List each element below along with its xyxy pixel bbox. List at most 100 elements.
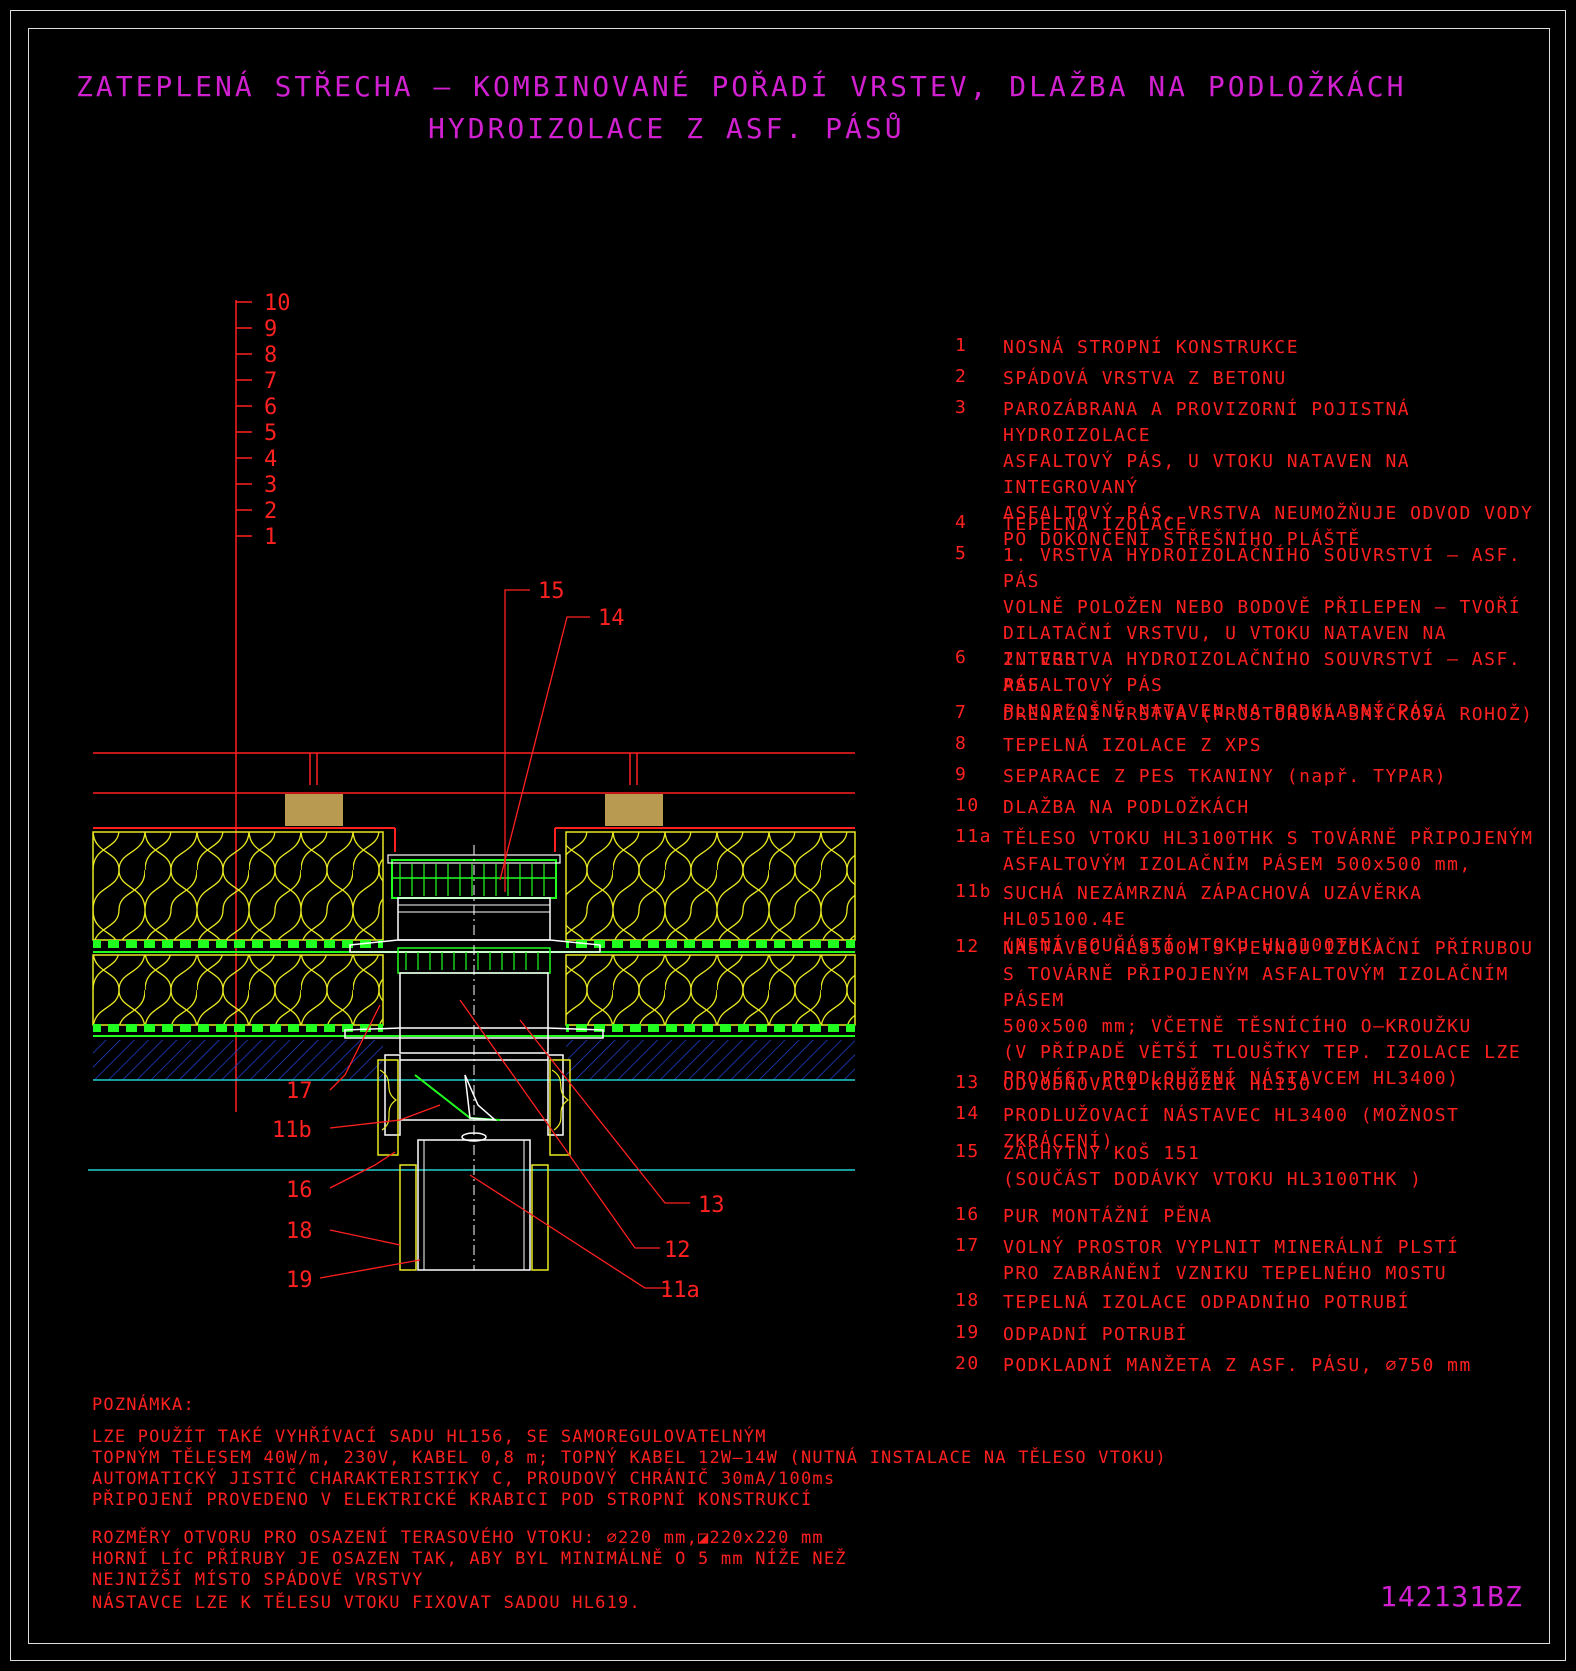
legend-item-text: SEPARACE Z PES TKANINY (např. TYPAR) (1003, 766, 1448, 787)
legend-item: 4 TEPELNÁ IZOLACE (955, 512, 1545, 538)
scale-label: 10 (264, 291, 291, 316)
legend-item-number: 12 (955, 936, 980, 957)
legend-item: 8 TEPELNÁ IZOLACE Z XPS (955, 733, 1545, 759)
legend-item-number: 2 (955, 366, 968, 387)
legend-item-number: 16 (955, 1204, 980, 1225)
note-block-1: LZE POUŽÍT TAKÉ VYHŘÍVACÍ SADU HL156, SE… (92, 1427, 1167, 1510)
legend-item-text: 1. VRSTVA HYDROIZOLAČNÍHO SOUVRSTVÍ – AS… (1003, 545, 1522, 696)
legend-item-text: ZÁCHYTNÝ KOŠ 151 (SOUČÁST DODÁVKY VTOKU … (1003, 1143, 1423, 1190)
scale-label: 3 (264, 473, 277, 498)
legend-item: 5 1. VRSTVA HYDROIZOLAČNÍHO SOUVRSTVÍ – A… (955, 543, 1545, 699)
callout-18: 18 (286, 1219, 313, 1244)
legend-item-text: TEPELNÁ IZOLACE ODPADNÍHO POTRUBÍ (1003, 1292, 1411, 1313)
scale-label: 7 (264, 369, 277, 394)
legend-item-text: PODKLADNÍ MANŽETA Z ASF. PÁSU, ⌀750 mm (1003, 1355, 1472, 1376)
legend-item: 17 VOLNÝ PROSTOR VYPLNIT MINERÁLNÍ PLSTÍ … (955, 1235, 1545, 1287)
legend-item-number: 9 (955, 764, 968, 785)
paver-pad-left (285, 794, 343, 826)
note-heading: POZNÁMKA: (92, 1395, 195, 1415)
legend-item-number: 15 (955, 1141, 980, 1162)
scale-label: 2 (264, 499, 277, 524)
drawing-code: 142131BZ (1380, 1580, 1523, 1613)
legend-item-text: ODPADNÍ POTRUBÍ (1003, 1324, 1189, 1345)
legend-item-text: SPÁDOVÁ VRSTVA Z BETONU (1003, 368, 1287, 389)
legend-item-text: TEPELNÁ IZOLACE (1003, 514, 1189, 535)
inner-frame (28, 28, 1550, 1644)
callout-12: 12 (664, 1238, 691, 1263)
legend-item-text: PRODLUŽOVACÍ NÁSTAVEC HL3400 (MOŽNOST ZK… (1003, 1105, 1460, 1152)
legend-item-text: TĚLESO VTOKU HL3100THK S TOVÁRNĚ PŘIPOJE… (1003, 828, 1534, 875)
callout-17: 17 (286, 1079, 313, 1104)
legend-item-text: VOLNÝ PROSTOR VYPLNIT MINERÁLNÍ PLSTÍ PR… (1003, 1237, 1460, 1284)
title-line-2: HYDROIZOLACE Z ASF. PÁSŮ (428, 112, 905, 145)
legend-item-number: 7 (955, 702, 968, 723)
legend-item: 15 ZÁCHYTNÝ KOŠ 151 (SOUČÁST DODÁVKY VTOK… (955, 1141, 1545, 1193)
callout-15: 15 (538, 579, 565, 604)
legend-item: 20 PODKLADNÍ MANŽETA Z ASF. PÁSU, ⌀750 mm (955, 1353, 1545, 1379)
legend-item-number: 18 (955, 1290, 980, 1311)
callout-19: 19 (286, 1268, 313, 1293)
legend-item-number: 19 (955, 1322, 980, 1343)
thermal-insulation (92, 954, 856, 1026)
legend-item-number: 5 (955, 543, 968, 564)
roof-drain (344, 845, 604, 1271)
scale-label: 9 (264, 317, 277, 342)
legend-item-number: 11a (955, 826, 993, 847)
legend-item: 13 ODVODŇOVACÍ KROUŽEK HL150 (955, 1072, 1545, 1098)
note-block-2: ROZMĚRY OTVORU PRO OSAZENÍ TERASOVÉHO VT… (92, 1528, 847, 1590)
xps-insulation (92, 831, 856, 941)
legend-item: 14 PRODLUŽOVACÍ NÁSTAVEC HL3400 (MOŽNOST … (955, 1103, 1545, 1155)
legend-item-number: 14 (955, 1103, 980, 1124)
vapour-barrier (93, 1024, 855, 1037)
scale-label: 1 (264, 525, 277, 550)
legend-item: 11a TĚLESO VTOKU HL3100THK S TOVÁRNĚ PŘIP… (955, 826, 1545, 878)
legend-item-number: 11b (955, 881, 993, 902)
paving-layer (93, 752, 855, 852)
legend-item-number: 4 (955, 512, 968, 533)
legend-item: 2 SPÁDOVÁ VRSTVA Z BETONU (955, 366, 1545, 392)
callout-11a: 11a (660, 1278, 700, 1303)
scale-label: 6 (264, 395, 277, 420)
concrete-slope-layer (88, 1040, 855, 1171)
note-block-3: NÁSTAVCE LZE K TĚLESU VTOKU FIXOVAT SADO… (92, 1593, 641, 1613)
legend-item-number: 17 (955, 1235, 980, 1256)
callout-11b: 11b (272, 1118, 312, 1143)
callout-16: 16 (286, 1178, 313, 1203)
legend-item: 7 DRENÁŽNÍ VRSTVA (PROSTOROVÁ SMYČKOVÁ RO… (955, 702, 1545, 728)
legend-item: 3 PAROZÁBRANA A PROVIZORNÍ POJISTNÁ HYDRO… (955, 397, 1545, 553)
legend-item-text: NOSNÁ STROPNÍ KONSTRUKCE (1003, 337, 1300, 358)
legend-item-number: 8 (955, 733, 968, 754)
legend-item-text: DRENÁŽNÍ VRSTVA (PROSTOROVÁ SMYČKOVÁ ROH… (1003, 704, 1534, 725)
scale-label: 4 (264, 447, 277, 472)
legend-item-text: DLAŽBA NA PODLOŽKÁCH (1003, 797, 1250, 818)
callout-leaders (319, 589, 690, 1289)
callout-labels: 15 14 17 11b 16 18 19 13 12 11a (272, 579, 725, 1303)
callout-14: 14 (598, 606, 625, 631)
legend-item: 12 NÁSTAVEC HL8500H S PEVNOU IZOLAČNÍ PŘÍ… (955, 936, 1545, 1092)
legend-item-text: ODVODŇOVACÍ KROUŽEK HL150 (1003, 1074, 1312, 1095)
legend-item-text: PUR MONTÁŽNÍ PĚNA (1003, 1206, 1213, 1227)
legend-item-text: PAROZÁBRANA A PROVIZORNÍ POJISTNÁ HYDROI… (1003, 399, 1534, 550)
legend-item-number: 13 (955, 1072, 980, 1093)
callout-13: 13 (698, 1193, 725, 1218)
legend-item-number: 6 (955, 647, 968, 668)
legend-item: 6 2. VRSTVA HYDROIZOLAČNÍHO SOUVRSTVÍ – A… (955, 647, 1545, 725)
legend-item-text: TEPELNÁ IZOLACE Z XPS (1003, 735, 1263, 756)
legend-item-number: 20 (955, 1353, 980, 1374)
scale-label: 5 (264, 421, 277, 446)
scale-label: 8 (264, 343, 277, 368)
legend-item-number: 10 (955, 795, 980, 816)
title-line-1: ZATEPLENÁ STŘECHA – KOMBINOVANÉ POŘADÍ V… (76, 70, 1407, 103)
legend-item-number: 3 (955, 397, 968, 418)
paver-pad-right (605, 794, 663, 826)
legend-item-text: NÁSTAVEC HL8500H S PEVNOU IZOLAČNÍ PŘÍRU… (1003, 938, 1534, 1089)
legend-item-text: 2. VRSTVA HYDROIZOLAČNÍHO SOUVRSTVÍ – AS… (1003, 649, 1522, 722)
legend-item: 19 ODPADNÍ POTRUBÍ (955, 1322, 1545, 1348)
legend-item: 1 NOSNÁ STROPNÍ KONSTRUKCE (955, 335, 1545, 361)
legend-item: 18 TEPELNÁ IZOLACE ODPADNÍHO POTRUBÍ (955, 1290, 1545, 1316)
legend-item: 16 PUR MONTÁŽNÍ PĚNA (955, 1204, 1545, 1230)
legend-item-number: 1 (955, 335, 968, 356)
